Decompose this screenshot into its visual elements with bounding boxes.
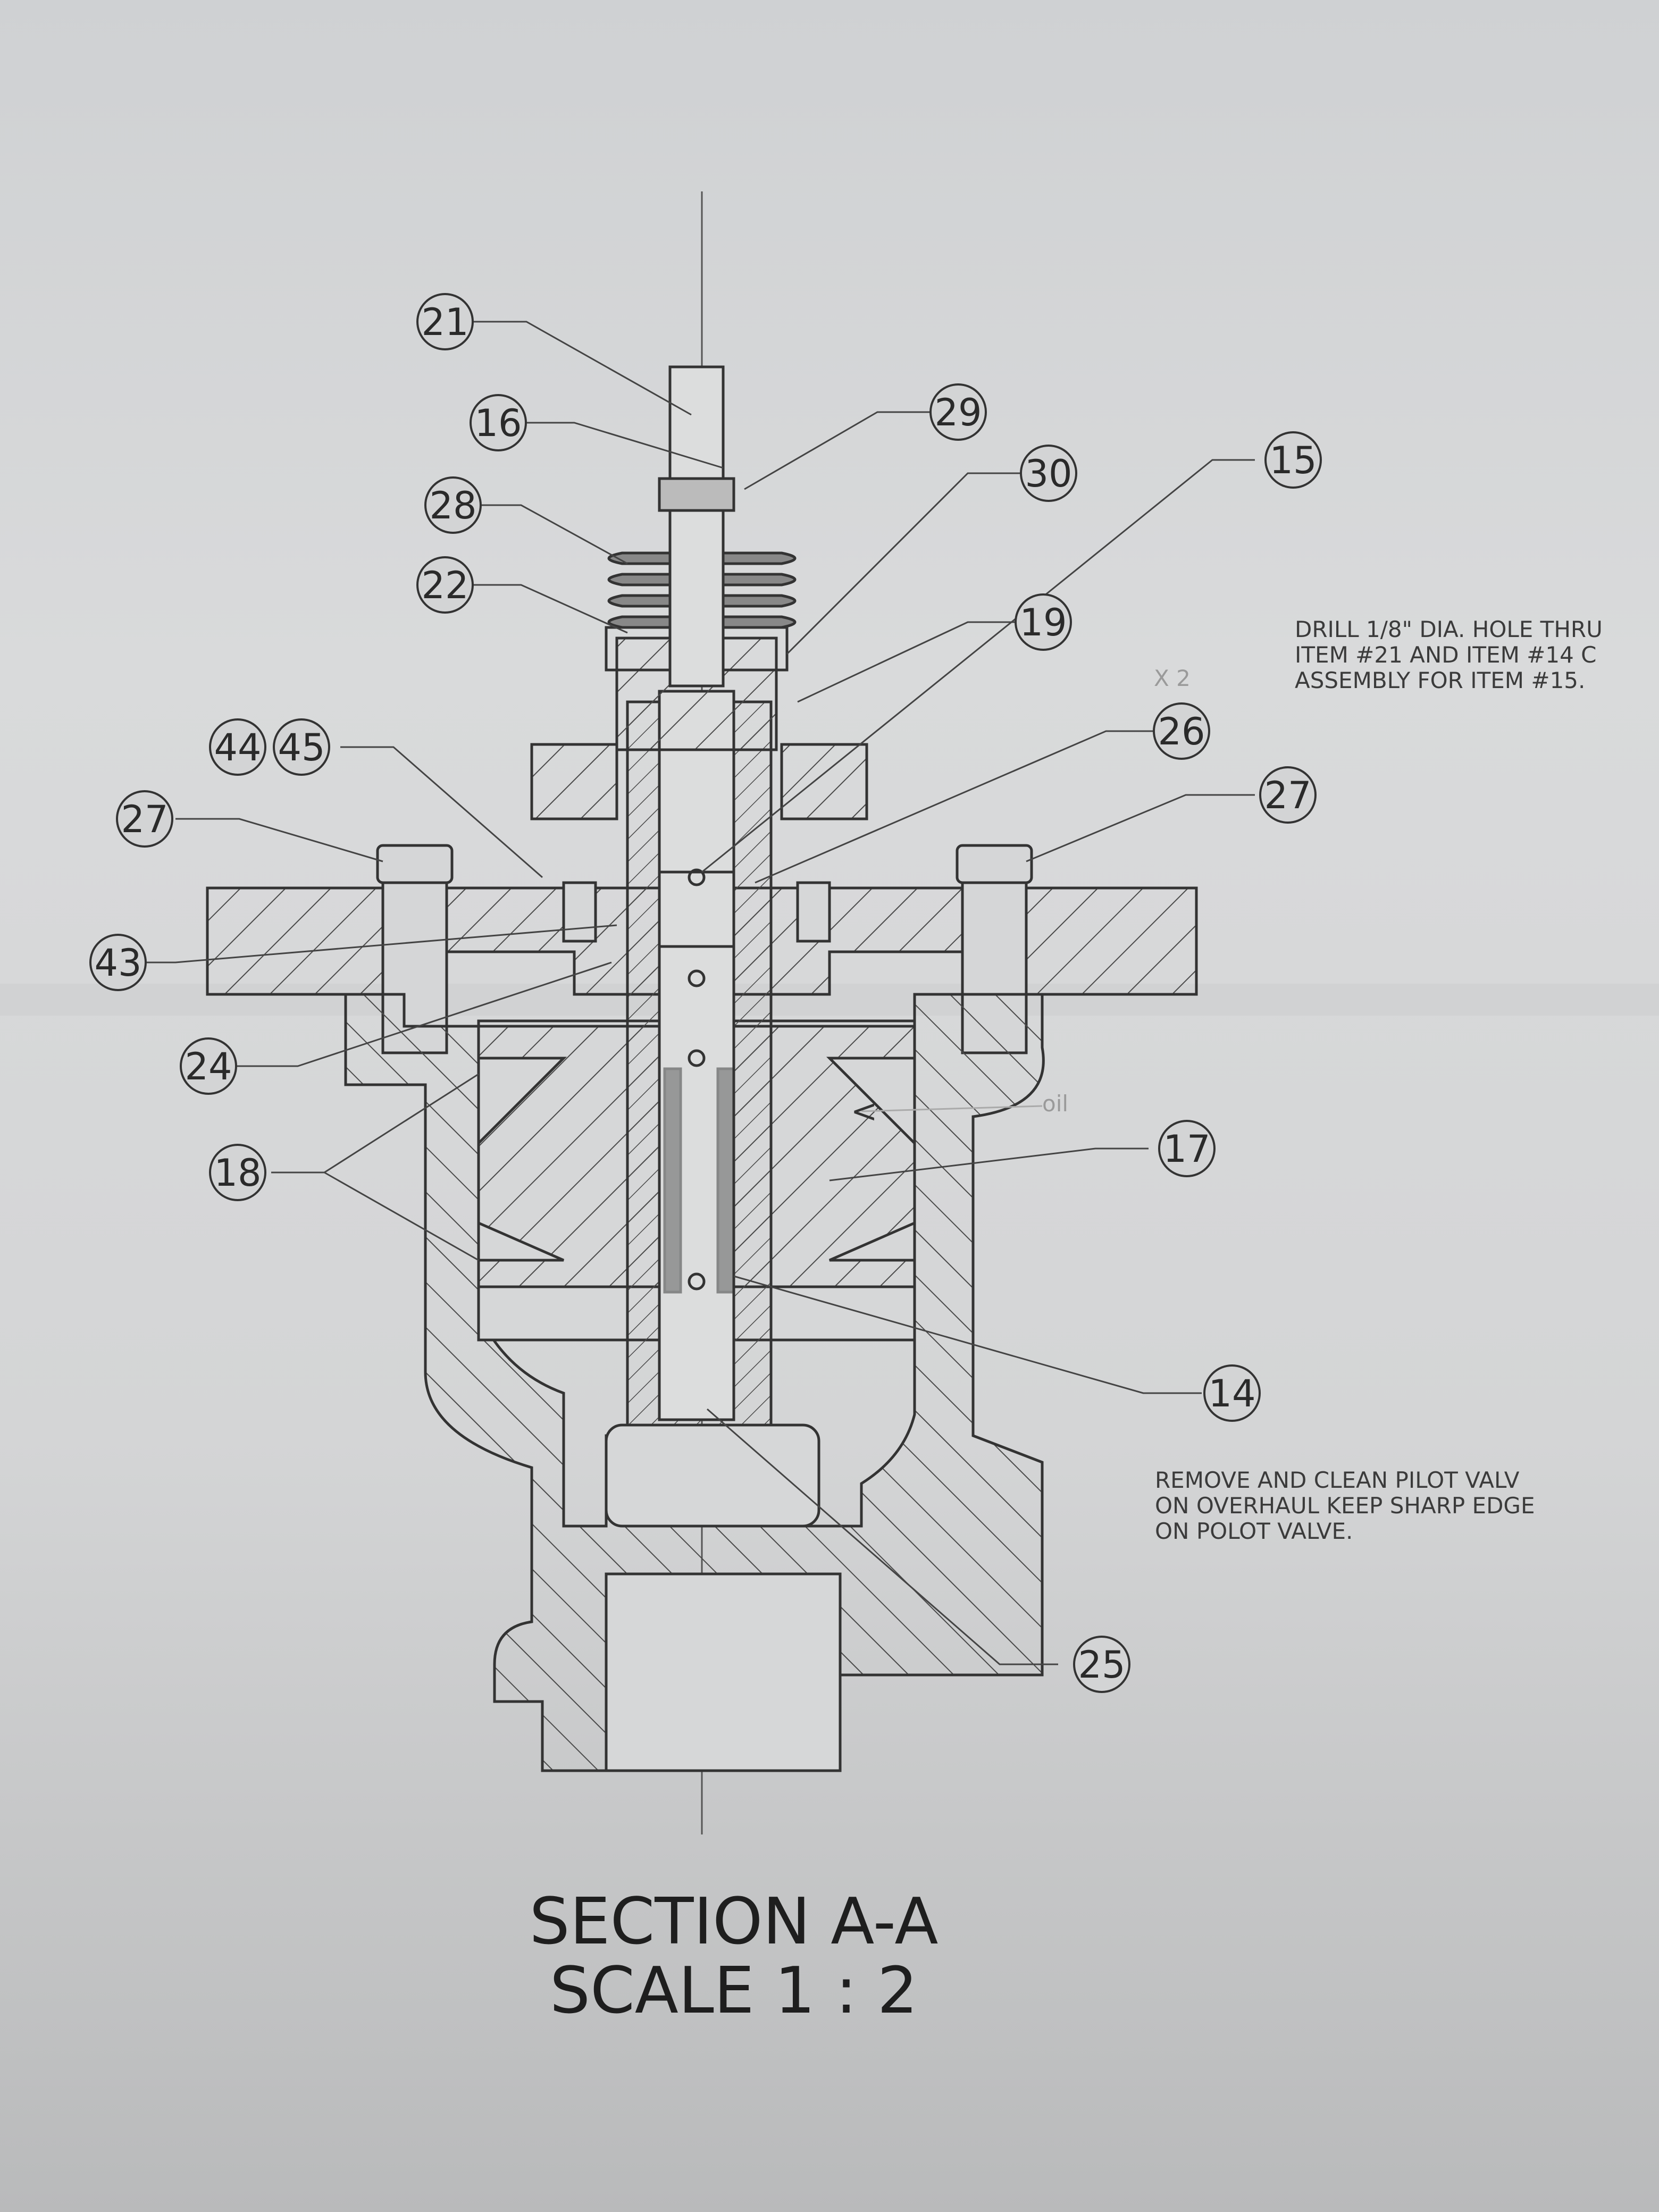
outlet-port: [605, 1572, 842, 1772]
pilot-plug: [605, 1423, 820, 1528]
pencil-oil: oil: [1042, 1091, 1068, 1117]
balloon-14: [1203, 1364, 1261, 1422]
balloon-28: [424, 476, 482, 534]
balloon-30: [1020, 445, 1077, 502]
balloon-43: [89, 934, 147, 991]
pencil-marks: X 2 oil <: [851, 665, 1191, 1130]
balloon-label: 18: [214, 1151, 261, 1195]
balloon-label: 27: [1264, 774, 1311, 817]
balloon-26: [1153, 702, 1210, 760]
balloon-label: 24: [185, 1045, 232, 1088]
callout-balloons: [89, 293, 1322, 1693]
balloon-label: 15: [1269, 439, 1317, 482]
section-scale: SCALE 1 : 2: [549, 1954, 918, 2028]
bellows-spring: [607, 551, 797, 629]
balloon-21: [416, 293, 474, 350]
balloon-27-left: [116, 790, 173, 848]
balloon-label: 25: [1078, 1643, 1125, 1687]
balloon-24: [180, 1037, 237, 1095]
stem-top: [668, 365, 725, 688]
balloon-label: 22: [421, 564, 468, 607]
balloon-label: 26: [1158, 710, 1205, 753]
balloon-19: [1015, 593, 1072, 651]
right-bolt-head: [956, 844, 1033, 884]
balloon-label: 17: [1163, 1127, 1210, 1171]
balloon-label: 44: [214, 726, 261, 769]
balloon-label: 43: [94, 941, 141, 985]
pilot-stem: [658, 690, 735, 1421]
stem-collar: [658, 477, 735, 512]
balloon-label: 16: [474, 401, 522, 445]
overhaul-note: REMOVE AND CLEAN PILOT VALV ON OVERHAUL …: [1155, 1467, 1535, 1544]
right-nut: [780, 743, 868, 820]
body-casting: [344, 993, 1045, 1772]
balloon-label: 14: [1208, 1372, 1255, 1415]
balloon-44: [209, 718, 266, 776]
balloon-label: 45: [278, 726, 325, 769]
balloon-label: 28: [429, 484, 476, 527]
leader-lines: [112, 321, 1255, 1665]
drill-note: DRILL 1/8" DIA. HOLE THRU ITEM #21 AND I…: [1295, 616, 1603, 693]
balloon-labels: 21 16 29 28 30 15 22 19 26 44 45 27 27 4…: [94, 300, 1317, 1687]
balloon-17: [1158, 1120, 1216, 1177]
balloon-27-right: [1259, 766, 1317, 824]
balloon-45: [273, 718, 330, 776]
balloon-16: [470, 394, 527, 451]
balloon-label: 19: [1019, 601, 1067, 644]
balloon-25: [1073, 1636, 1130, 1693]
balloon-label: 21: [421, 300, 468, 344]
left-bolt-head: [376, 844, 454, 884]
valve-body: [206, 191, 1198, 1834]
balloon-label: 29: [934, 391, 982, 434]
pencil-x2: X 2: [1154, 665, 1191, 691]
section-title: SECTION A-A: [529, 1885, 939, 1959]
balloon-18: [209, 1144, 266, 1201]
balloon-15: [1264, 431, 1322, 489]
balloon-label: 30: [1025, 452, 1072, 496]
balloon-29: [929, 383, 987, 441]
balloon-22: [416, 556, 474, 614]
balloon-label: 27: [121, 798, 168, 841]
port-hole-1: [688, 868, 706, 886]
left-nut: [530, 743, 618, 820]
